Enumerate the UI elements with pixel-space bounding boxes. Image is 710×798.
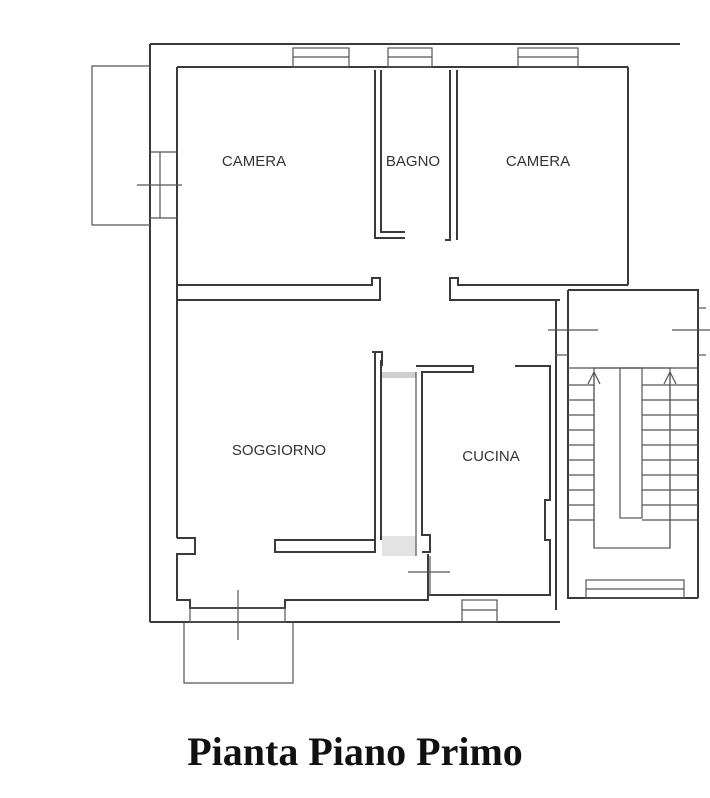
bottom-balcony [183, 590, 294, 684]
room-label-soggiorno: SOGGIORNO [232, 442, 326, 459]
room-label-camera-right: CAMERA [506, 153, 570, 170]
left-balcony [91, 65, 182, 226]
corridor-walls [176, 277, 628, 301]
living-room-walls [176, 300, 429, 609]
outer-walls [149, 43, 680, 623]
stairwell [548, 289, 710, 599]
room-label-cucina: CUCINA [462, 448, 520, 465]
top-windows [292, 47, 579, 68]
room-label-camera-left: CAMERA [222, 153, 286, 170]
hall-closet [382, 372, 417, 556]
plan-title: Pianta Piano Primo [187, 729, 523, 774]
room-label-bagno: BAGNO [386, 153, 440, 170]
kitchen-walls [408, 300, 557, 610]
bathroom-walls [374, 70, 458, 241]
kitchen-window [461, 599, 498, 623]
